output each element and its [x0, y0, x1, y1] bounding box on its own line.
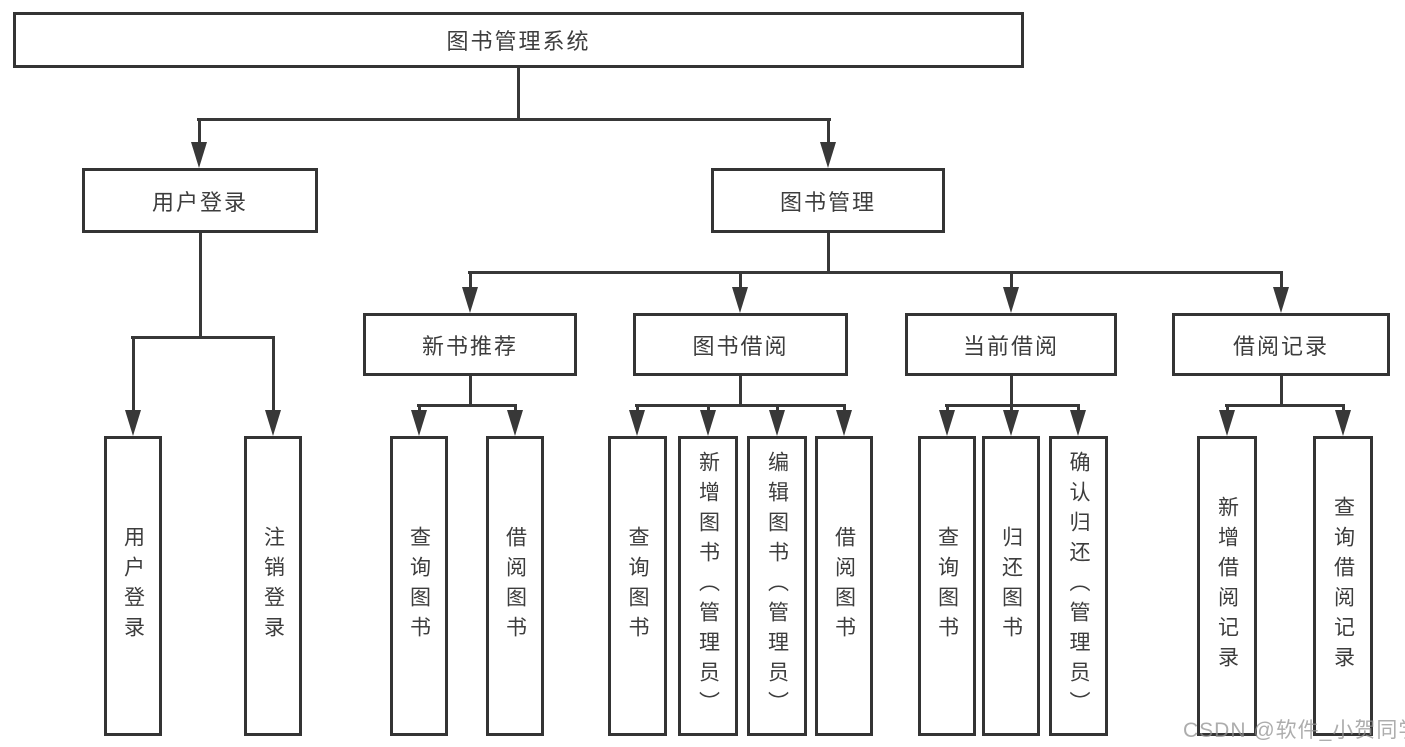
leaf-records-query-record: 查询借阅记录: [1313, 436, 1373, 736]
node-book-management-label: 图书管理: [779, 189, 876, 215]
connector-user-login-stem: [199, 233, 202, 338]
connector-root-stem: [517, 68, 520, 120]
node-borrow-records-label: 借阅记录: [1232, 333, 1329, 359]
node-book-borrow: 图书借阅: [633, 313, 848, 376]
node-new-book-recommend: 新书推荐: [363, 313, 577, 376]
node-borrow-records: 借阅记录: [1172, 313, 1390, 376]
connector-leaf-c1-drop: [636, 404, 639, 412]
node-new-book-recommend-label: 新书推荐: [421, 333, 518, 359]
node-user-login-label: 用户登录: [151, 189, 248, 215]
node-current-borrow: 当前借阅: [905, 313, 1117, 376]
arrowhead-leaf-d1: [939, 410, 955, 436]
arrowhead-leaf-b1: [411, 410, 427, 436]
leaf-borrow-edit-books-admin-label: 编辑图书（管理员）: [765, 451, 789, 721]
leaf-borrow-edit-books-admin: 编辑图书（管理员）: [747, 436, 807, 736]
leaf-user-login: 用户登录: [104, 436, 162, 736]
leaf-current-confirm-return-admin-label: 确认归还（管理员）: [1067, 451, 1090, 721]
connector-leaf-b2-drop: [514, 404, 517, 412]
connector-leaf-e1-drop: [1226, 404, 1229, 412]
connector-rail-user-group: [131, 336, 275, 339]
connector-rail-recommend-group: [417, 404, 517, 407]
connector-leaf-b1-drop: [418, 404, 421, 412]
connector-book-management-stem: [827, 233, 830, 274]
leaf-borrow-borrow-books: 借阅图书: [815, 436, 873, 736]
leaf-logout-label: 注销登录: [261, 526, 285, 646]
leaf-borrow-add-books-admin-label: 新增图书（管理员）: [696, 451, 720, 721]
connector-borrow-drop: [739, 271, 742, 289]
connector-recommend-drop: [469, 271, 472, 289]
leaf-records-add-record-label: 新增借阅记录: [1215, 496, 1239, 676]
connector-rail-borrow-group: [635, 404, 846, 407]
arrowhead-user-login: [191, 142, 207, 168]
leaf-borrow-borrow-books-label: 借阅图书: [832, 526, 856, 646]
connector-leaf-c2-drop: [707, 404, 710, 412]
connector-leaf-c4-drop: [843, 404, 846, 412]
arrowhead-records: [1273, 287, 1289, 313]
connector-leaf-d2-drop: [1010, 404, 1013, 412]
arrowhead-leaf-user-login: [125, 410, 141, 436]
leaf-current-return-books: 归还图书: [982, 436, 1040, 736]
connector-records-drop: [1280, 271, 1283, 289]
leaf-recommend-query-books: 查询图书: [390, 436, 448, 736]
leaf-borrow-query-books: 查询图书: [608, 436, 667, 736]
connector-leaf-d3-drop: [1077, 404, 1080, 412]
connector-user-login-drop: [198, 118, 201, 144]
arrowhead-recommend: [462, 287, 478, 313]
leaf-recommend-query-books-label: 查询图书: [407, 526, 431, 646]
connector-leaf-logout-drop: [272, 336, 275, 412]
connector-rail-level3: [468, 271, 1282, 274]
connector-leaf-e2-drop: [1342, 404, 1345, 412]
node-root: 图书管理系统: [13, 12, 1024, 68]
connector-records-stem: [1280, 376, 1283, 407]
node-book-management: 图书管理: [711, 168, 945, 233]
connector-rail-records-group: [1225, 404, 1345, 407]
arrowhead-book-management: [820, 142, 836, 168]
leaf-records-add-record: 新增借阅记录: [1197, 436, 1257, 736]
arrowhead-leaf-c3: [769, 410, 785, 436]
connector-leaf-c3-drop: [776, 404, 779, 412]
connector-current-stem: [1010, 376, 1013, 407]
leaf-borrow-query-books-label: 查询图书: [626, 526, 649, 646]
csdn-watermark: CSDN @软件_小贺同学: [1183, 719, 1405, 742]
leaf-user-login-label: 用户登录: [121, 526, 145, 646]
arrowhead-borrow: [732, 287, 748, 313]
arrowhead-leaf-e2: [1335, 410, 1351, 436]
arrowhead-current: [1003, 287, 1019, 313]
arrowhead-leaf-c4: [836, 410, 852, 436]
connector-borrow-stem: [739, 376, 742, 407]
node-book-borrow-label: 图书借阅: [692, 333, 789, 359]
arrowhead-leaf-d2: [1003, 410, 1019, 436]
node-current-borrow-label: 当前借阅: [962, 333, 1059, 359]
leaf-recommend-borrow-books-label: 借阅图书: [503, 526, 527, 646]
connector-rail-level2: [197, 118, 831, 121]
leaf-borrow-add-books-admin: 新增图书（管理员）: [678, 436, 738, 736]
leaf-records-query-record-label: 查询借阅记录: [1331, 496, 1355, 676]
connector-recommend-stem: [469, 376, 472, 407]
arrowhead-leaf-c2: [700, 410, 716, 436]
arrowhead-leaf-d3: [1070, 410, 1086, 436]
leaf-current-query-books: 查询图书: [918, 436, 976, 736]
arrowhead-leaf-c1: [629, 410, 645, 436]
leaf-current-query-books-label: 查询图书: [935, 526, 959, 646]
arrowhead-leaf-e1: [1219, 410, 1235, 436]
arrowhead-leaf-logout: [265, 410, 281, 436]
leaf-current-return-books-label: 归还图书: [999, 526, 1023, 646]
node-root-label: 图书管理系统: [446, 29, 591, 54]
leaf-logout: 注销登录: [244, 436, 302, 736]
node-user-login: 用户登录: [82, 168, 318, 233]
connector-book-management-drop: [827, 118, 830, 144]
leaf-current-confirm-return-admin: 确认归还（管理员）: [1049, 436, 1108, 736]
connector-current-drop: [1010, 271, 1013, 289]
leaf-recommend-borrow-books: 借阅图书: [486, 436, 544, 736]
arrowhead-leaf-b2: [507, 410, 523, 436]
connector-leaf-user-login-drop: [132, 336, 135, 412]
connector-leaf-d1-drop: [946, 404, 949, 412]
